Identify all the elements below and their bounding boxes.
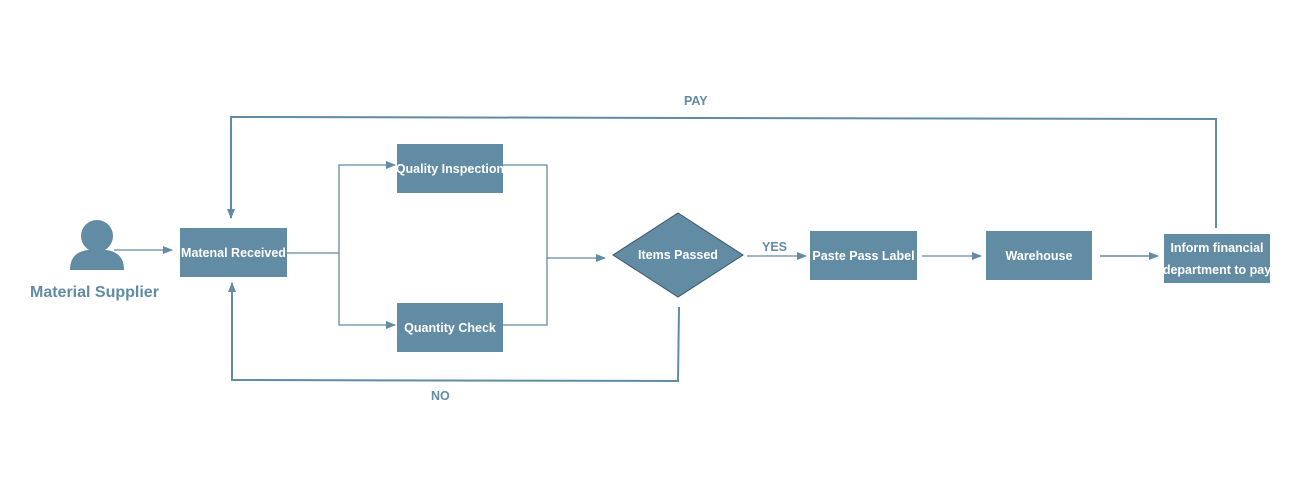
edge-label-yes: YES <box>762 240 788 254</box>
edge-no <box>228 282 680 383</box>
supplier-label: Material Supplier <box>30 284 159 301</box>
person-icon <box>70 220 124 270</box>
inform-line-2: department to pay <box>1164 262 1270 277</box>
edge-label-no: NO <box>431 389 450 403</box>
edge-label-pay: PAY <box>684 94 708 108</box>
edge-split-to-quantity <box>338 253 396 329</box>
node-warehouse: Warehouse <box>986 231 1092 280</box>
decision-label: Items Passed <box>638 248 718 262</box>
edge-pay <box>227 115 1217 228</box>
node-quantity-check: Quantity Check <box>397 303 503 352</box>
inform-line-1: Inform financial <box>1170 240 1264 255</box>
edge-split-to-quality <box>338 161 396 253</box>
decision-diamond <box>612 212 744 298</box>
node-quality-inspection: Quality Inspection <box>397 144 503 193</box>
edge-quality-merge <box>503 164 548 326</box>
node-material-received: Matenal Received <box>180 228 287 277</box>
node-inform-financial: Inform financial department to pay <box>1164 234 1270 283</box>
node-paste-pass-label: Paste Pass Label <box>810 231 917 280</box>
